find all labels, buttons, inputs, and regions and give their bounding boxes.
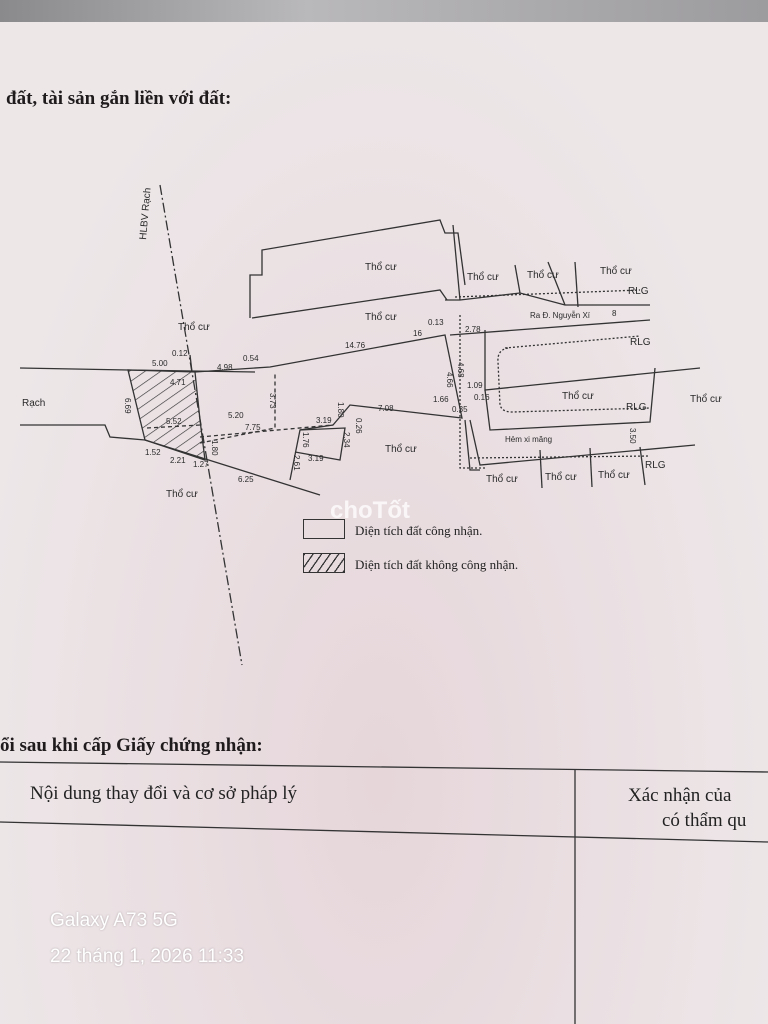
dimension-label: 1.09 <box>467 381 483 390</box>
dimension-label: 1.76 <box>301 432 310 448</box>
dimension-label: 0.35 <box>452 405 468 414</box>
parcel-label: Thổ cư <box>166 488 198 500</box>
table-header-confirmation-line2: có thẩm qu <box>662 810 747 831</box>
dimension-label: 3.19 <box>316 416 332 425</box>
parcel-label: Thổ cư <box>600 265 632 277</box>
dimension-label: 5.00 <box>152 359 168 368</box>
dimension-label: 1.80 <box>210 440 219 456</box>
parcel-label: Thổ cư <box>545 471 577 483</box>
dimension-label: 3.73 <box>268 393 277 409</box>
dimension-label: 4.68 <box>456 362 465 378</box>
dimension-label: 0.54 <box>243 354 259 363</box>
parcel-label: Thổ cư <box>385 443 417 455</box>
unrecognized-area-hatched <box>127 369 206 461</box>
dimension-label: 16 <box>413 329 422 338</box>
parcel-label: Thổ cư <box>486 473 518 485</box>
rlg-label: RLG <box>628 286 649 297</box>
dimension-label: 4.71 <box>170 378 186 387</box>
table-header-line <box>0 821 768 843</box>
legend-label-unrecognized: Diện tích đất không công nhận. <box>355 557 519 572</box>
table-header-confirmation: Xác nhận của <box>628 785 732 806</box>
dimension-label: 5.20 <box>228 411 244 420</box>
dimension-label: 3.19 <box>308 454 324 463</box>
dimension-label: 4.66 <box>445 372 454 388</box>
street-label: Ra Đ. Nguyễn Xí <box>530 311 591 320</box>
parcel-label: Thổ cư <box>467 271 499 283</box>
dimension-label: 6.25 <box>238 475 254 484</box>
dimension-label: 5.52 <box>166 417 182 426</box>
parcel-label: Thổ cư <box>527 269 559 281</box>
parcel-label: Thổ cư <box>562 390 594 402</box>
canal-label: Rạch <box>22 398 45 409</box>
camera-datetime-stamp: 22 tháng 1, 2026 11:33 <box>50 946 245 967</box>
dimension-label: 1.66 <box>433 395 449 404</box>
camera-device-stamp: Galaxy A73 5G <box>50 910 178 931</box>
dimension-label: 7.08 <box>378 404 394 413</box>
table-header-content: Nội dung thay đổi và cơ sở pháp lý <box>30 783 298 804</box>
dimension-label: 2.61 <box>292 455 301 471</box>
dimension-label: 7.75 <box>245 423 261 432</box>
parcel-label: Thổ cư <box>365 311 397 323</box>
dimension-label: 2.34 <box>342 432 351 448</box>
rlg-label: RLG <box>630 337 651 348</box>
legend-swatch-unrecognized <box>303 553 345 573</box>
dimension-label: 2.21 <box>170 456 186 465</box>
dimension-label: 1.52 <box>145 448 161 457</box>
parcel-label: Thổ cư <box>365 261 397 273</box>
road-width: 8 <box>612 309 617 318</box>
parcel-label: Thổ cư <box>690 393 722 405</box>
road-label: HLBV Rạch <box>138 187 154 240</box>
dimension-label: 1.27 <box>193 460 209 469</box>
rlg-label: RLG <box>626 402 647 413</box>
dimension-label: 6.69 <box>123 398 132 414</box>
dimension-label: 0.13 <box>428 318 444 327</box>
dimension-label: 1.80 <box>336 402 345 418</box>
dimension-label: 0.26 <box>354 418 363 434</box>
background-surface <box>0 0 768 26</box>
dimension-label: 14.76 <box>345 341 366 350</box>
certificate-page <box>0 22 768 1024</box>
legend-swatch-recognized <box>303 519 345 539</box>
rlg-label: RLG <box>645 460 666 471</box>
legend-label-recognized: Diện tích đất công nhận. <box>355 523 483 538</box>
dimension-label: 0.16 <box>474 393 490 402</box>
changes-section-title: ổi sau khi cấp Giấy chứng nhận: <box>0 735 263 756</box>
parcel-label: Thổ cư <box>598 469 630 481</box>
parcel-label: Thổ cư <box>178 321 210 333</box>
dimension-label: 3.50 <box>628 428 637 444</box>
table-top-line <box>0 761 768 773</box>
dimension-label: 0.12 <box>172 349 188 358</box>
alley-label: Hẻm xi măng <box>505 435 552 444</box>
section-title: đất, tài sản gắn liền với đất: <box>6 88 232 109</box>
dimension-label: 4.98 <box>217 363 233 372</box>
dimension-label: 2.78 <box>465 325 481 334</box>
